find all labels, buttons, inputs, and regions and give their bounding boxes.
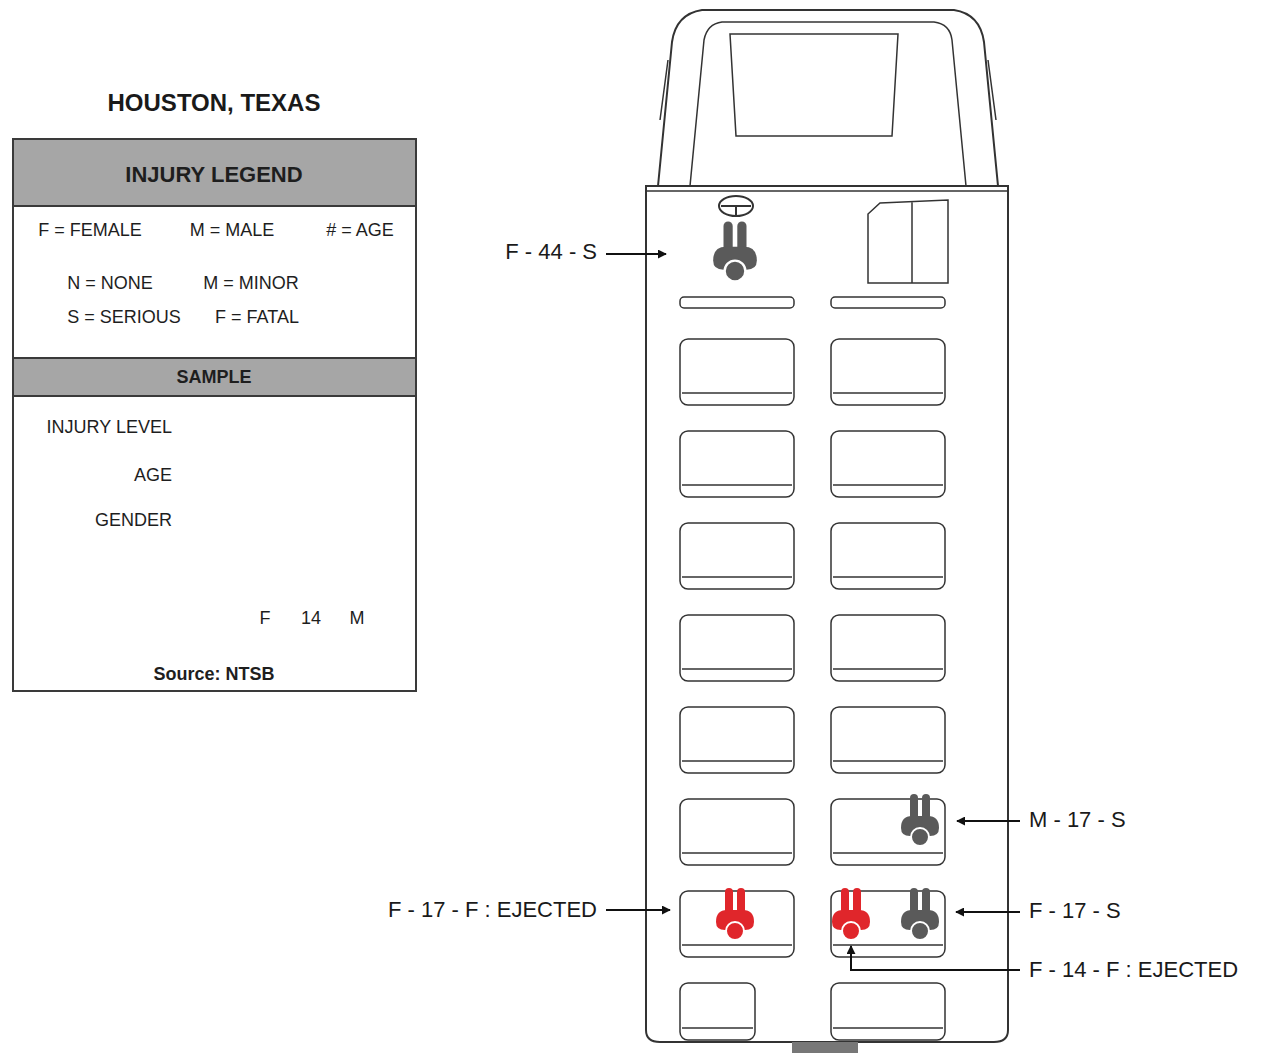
legend-text: S = SERIOUS xyxy=(67,307,181,328)
sample-box: INJURY LEVEL AGE GENDER F 14 M Source: NTSB xyxy=(12,395,417,692)
legend-text: INJURY LEVEL xyxy=(47,417,172,438)
legend-key-box: F = FEMALE M = MALE # = AGE N = NONE M = MIN… xyxy=(12,205,417,359)
legend-text: GENDER xyxy=(95,510,172,531)
legend-text: M = MINOR xyxy=(203,273,299,294)
steering-wheel xyxy=(719,196,753,216)
seat xyxy=(680,983,755,1040)
seat xyxy=(831,431,945,497)
door-step xyxy=(868,200,948,283)
occupant-label: F - 14 - F : EJECTED xyxy=(1029,957,1238,982)
legend-text: AGE xyxy=(134,465,172,486)
occupant-figure xyxy=(901,794,939,846)
legend-text: SAMPLE xyxy=(176,367,251,388)
title: HOUSTON, TEXAS xyxy=(108,89,321,117)
windshield xyxy=(730,34,898,136)
legend-text: INJURY LEGEND xyxy=(125,162,302,187)
seat xyxy=(680,523,794,589)
legend-text: 14 xyxy=(301,608,321,629)
sample-header-band: SAMPLE xyxy=(12,357,417,397)
driver-figure xyxy=(713,222,757,282)
legend-text: F = FEMALE xyxy=(38,220,142,241)
legend-text: M xyxy=(350,608,365,629)
seat xyxy=(831,707,945,773)
seat xyxy=(680,707,794,773)
seat xyxy=(680,615,794,681)
legend-text: # = AGE xyxy=(326,220,394,241)
legend-text: M = MALE xyxy=(190,220,275,241)
occupant-label: M - 17 - S xyxy=(1029,807,1126,832)
seat xyxy=(831,339,945,405)
seats xyxy=(680,297,945,1040)
occupant-figure xyxy=(901,888,939,940)
occupant-figure xyxy=(832,888,870,940)
bus-cab-inner xyxy=(690,22,966,186)
seat xyxy=(680,799,794,865)
seat xyxy=(831,297,945,308)
occupant-label: F - 17 - F : EJECTED xyxy=(388,897,597,922)
leader-lines xyxy=(606,254,1020,970)
occupant-label: F - 44 - S xyxy=(505,239,597,264)
bus-body xyxy=(646,186,1008,1042)
legend-text: F = FATAL xyxy=(215,307,299,328)
seat xyxy=(680,297,794,308)
mirror xyxy=(660,60,996,120)
bus-front-line xyxy=(646,190,1008,192)
seat xyxy=(831,523,945,589)
seat xyxy=(680,431,794,497)
occupant-figure xyxy=(716,888,754,940)
occupant-label: F - 17 - S xyxy=(1029,898,1121,923)
legend-text: N = NONE xyxy=(67,273,153,294)
legend-header-band: INJURY LEGEND xyxy=(12,138,417,207)
legend-text: F xyxy=(260,608,271,629)
bus-cab xyxy=(658,10,998,186)
legend-text: Source: NTSB xyxy=(153,664,274,685)
seat xyxy=(831,983,945,1040)
rear-bumper xyxy=(792,1042,858,1053)
seat xyxy=(680,339,794,405)
seat xyxy=(831,615,945,681)
